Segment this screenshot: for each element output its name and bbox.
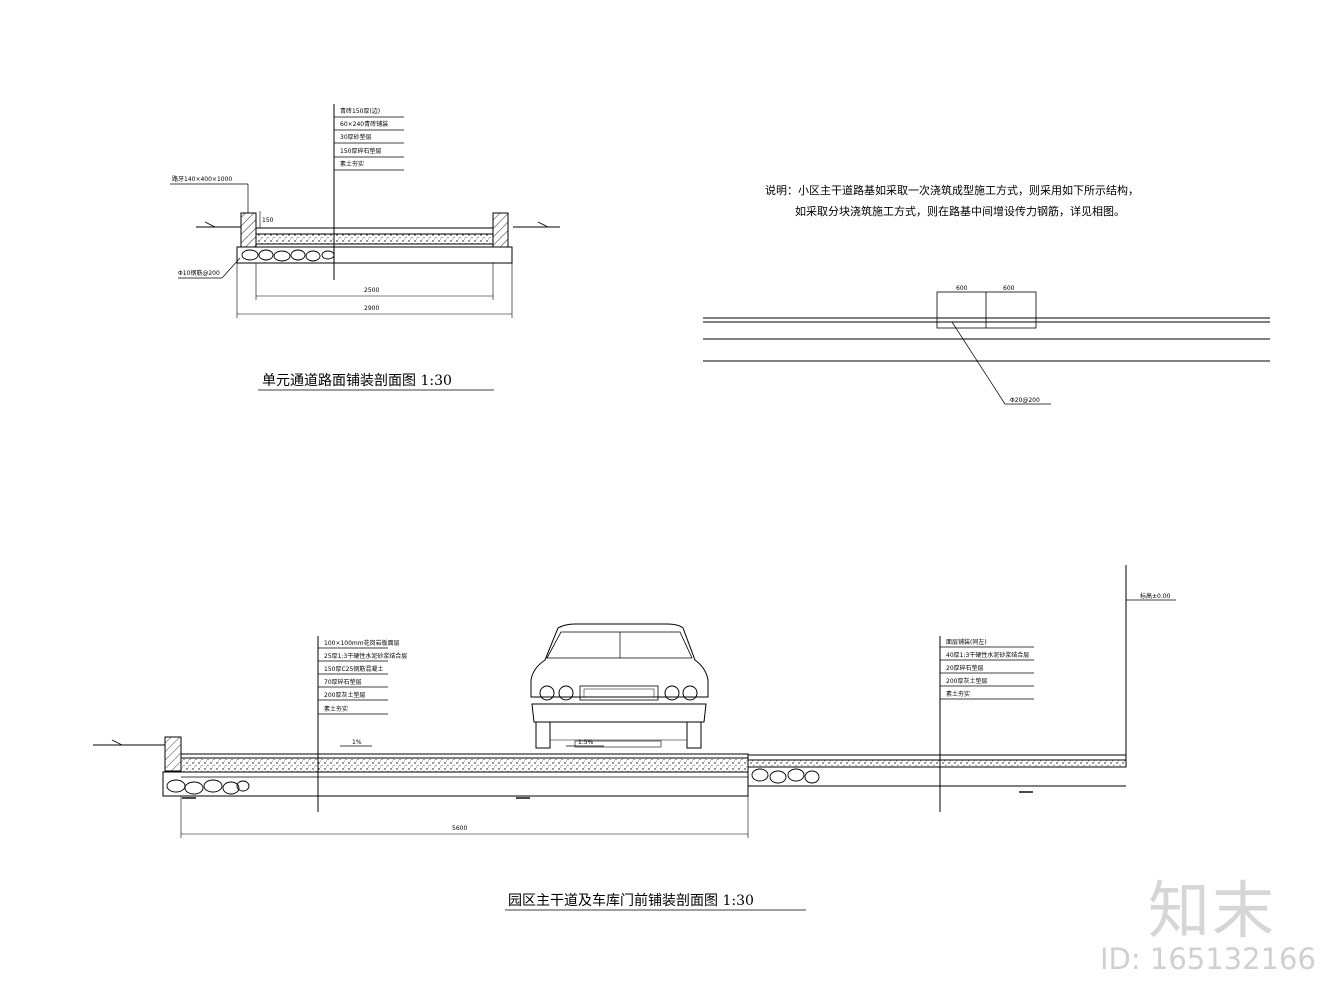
road-width-dimension: 5600	[452, 825, 467, 832]
section-drawing-unit-road-labels: 青砖150厚(边) 60×240青砖铺装 30厚砂垫层 150厚碎石垫层 素土夯…	[172, 107, 452, 389]
curb-height-dimension: 150	[262, 217, 274, 224]
layer-label-5: 素土夯实	[340, 160, 364, 168]
section-drawing-main-road-labels: 100×100mm花岗岩板面层 25厚1:3干硬性水泥砂浆结合层 150厚C25…	[324, 592, 1171, 909]
right-layer-label-4: 200厚灰土垫层	[946, 677, 987, 685]
base-label: Φ10钢筋@200	[178, 269, 220, 277]
watermark-logo: 知末	[1148, 874, 1277, 947]
section-drawing-main-road	[93, 565, 1176, 838]
left-layer-label-5: 200厚灰土垫层	[324, 691, 365, 699]
watermark-id: ID: 165132166	[1100, 942, 1316, 976]
right-layer-label-5: 素土夯实	[946, 690, 970, 698]
right-layer-label-1: 面层铺装(同左)	[946, 638, 987, 646]
slope-label-mid: 1.5%	[578, 739, 594, 746]
layer-label-4: 150厚碎石垫层	[340, 147, 381, 155]
right-layer-label-2: 40厚1:3干硬性水泥砂浆结合层	[946, 651, 1029, 659]
layer-label-1: 青砖150厚(边)	[340, 107, 380, 115]
inner-width-dimension: 2500	[364, 287, 379, 294]
right-layer-label-3: 20厚碎石垫层	[946, 664, 984, 672]
rebar-plan-labels: 600 600 Φ20@200	[956, 285, 1040, 404]
left-layer-label-3: 150厚C25钢筋混凝土	[324, 665, 383, 673]
drawing-title-unit-road: 单元通道路面铺装剖面图 1:30	[262, 373, 452, 389]
drawing-title-main-road: 园区主干道及车库门前铺装剖面图 1:30	[508, 892, 754, 909]
note-line-1: 说明：小区主干道路基如采取一次浇筑成型施工方式，则采用如下所示结构，	[765, 183, 1139, 197]
note-line-2: 如采取分块浇筑施工方式，则在路基中间增设传力钢筋，详见相图。	[795, 204, 1125, 218]
left-layer-label-1: 100×100mm花岗岩板面层	[324, 639, 400, 647]
layer-label-2: 60×240青砖铺装	[340, 120, 388, 128]
rebar-plan-strip	[703, 291, 1270, 405]
left-layer-label-6: 素土夯实	[324, 705, 348, 713]
section-drawing-unit-road	[170, 104, 560, 318]
slope-label-left: 1%	[352, 739, 362, 746]
construction-note: 说明：小区主干道路基如采取一次浇筑成型施工方式，则采用如下所示结构， 如采取分块…	[765, 183, 1139, 218]
outer-width-dimension: 2900	[364, 305, 379, 312]
left-layer-label-2: 25厚1:3干硬性水泥砂浆结合层	[324, 652, 407, 660]
car-front-elevation	[530, 623, 709, 749]
plan-dim-right: 600	[1003, 285, 1015, 292]
plan-dim-left: 600	[956, 285, 968, 292]
rebar-leader-label: Φ20@200	[1010, 397, 1040, 404]
left-layer-label-4: 70厚碎石垫层	[324, 678, 362, 686]
curb-label: 路牙140×400×1000	[172, 175, 232, 183]
layer-label-3: 30厚砂垫层	[340, 133, 372, 141]
elevation-label: 标高±0.00	[1140, 592, 1171, 600]
